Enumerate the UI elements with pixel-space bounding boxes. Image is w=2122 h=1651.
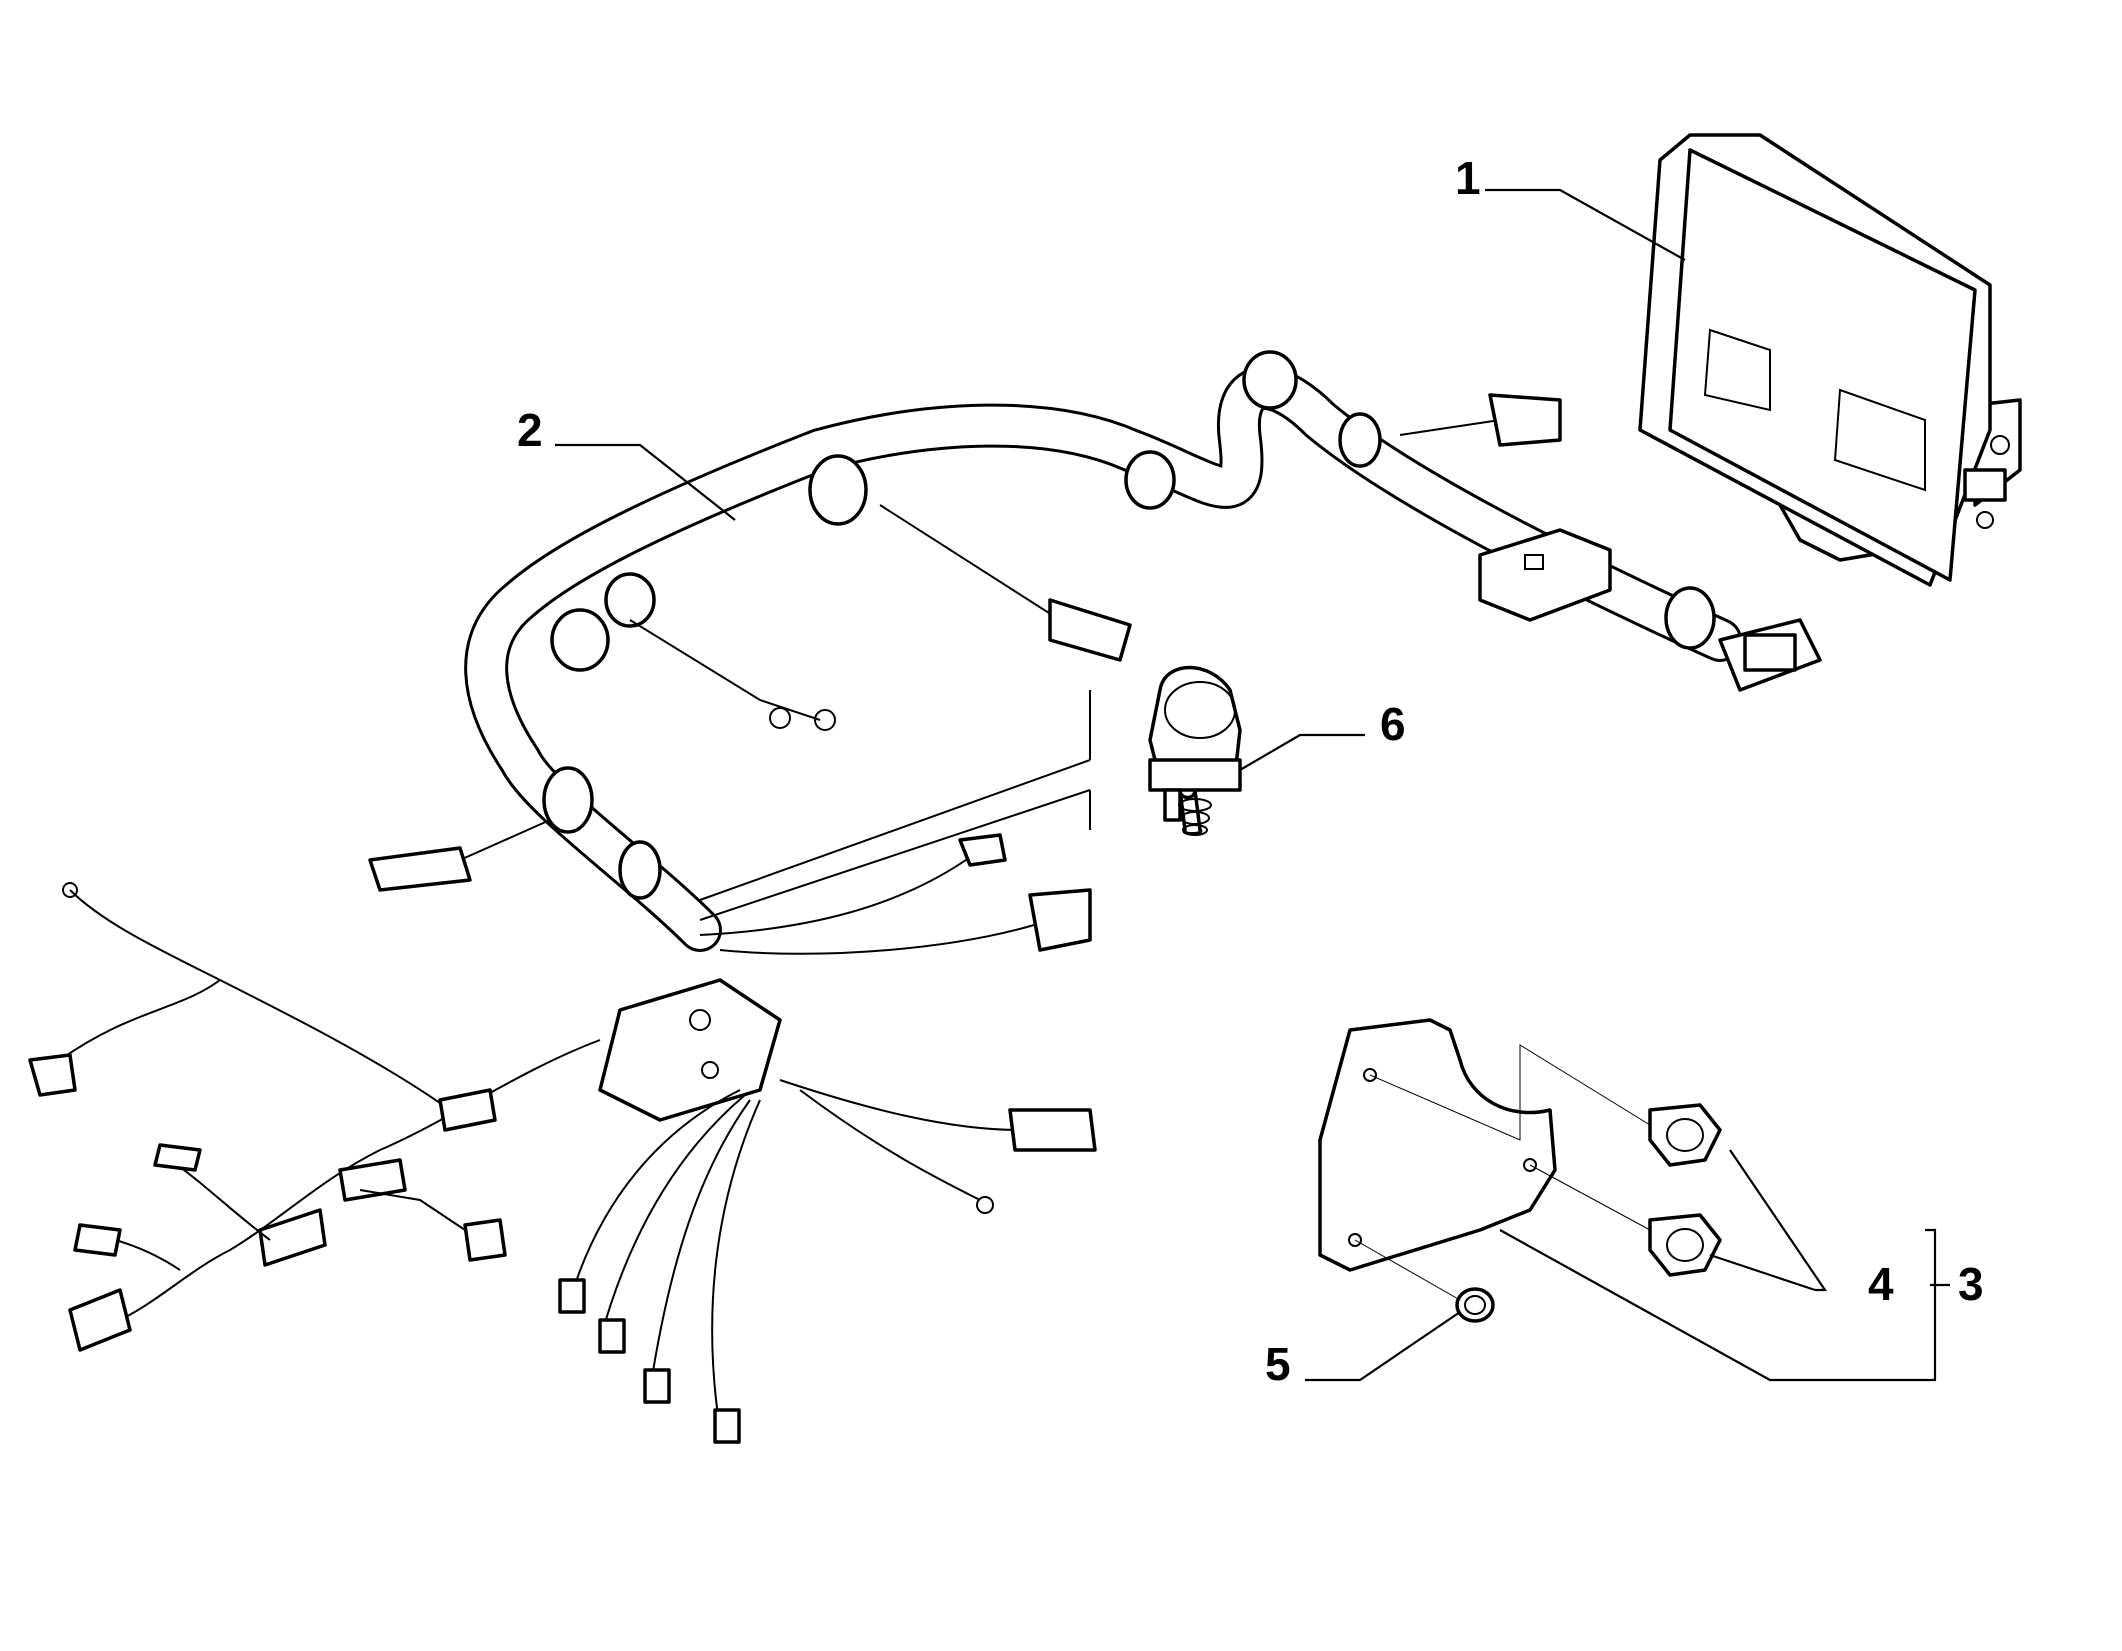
bracket-clip-upper xyxy=(1648,1103,1722,1167)
harness-clip xyxy=(1148,665,1242,836)
bracket-nut xyxy=(1455,1287,1495,1323)
callout-6: 6 xyxy=(1380,698,1406,750)
bracket-clip-lower xyxy=(1648,1213,1722,1277)
callout-1: 1 xyxy=(1455,152,1481,204)
leader-lines xyxy=(555,188,1950,1382)
callout-4: 4 xyxy=(1868,1258,1894,1310)
callout-2: 2 xyxy=(517,404,543,456)
callout-labels: 1 2 3 4 5 6 xyxy=(517,152,1984,1390)
callout-5: 5 xyxy=(1265,1338,1291,1390)
assembly-ghost-lines xyxy=(1354,1044,1651,1301)
mounting-bracket xyxy=(1318,1018,1557,1272)
control-unit xyxy=(1638,133,2022,587)
callout-3: 3 xyxy=(1958,1258,1984,1310)
wiring-harness xyxy=(28,350,1822,1444)
